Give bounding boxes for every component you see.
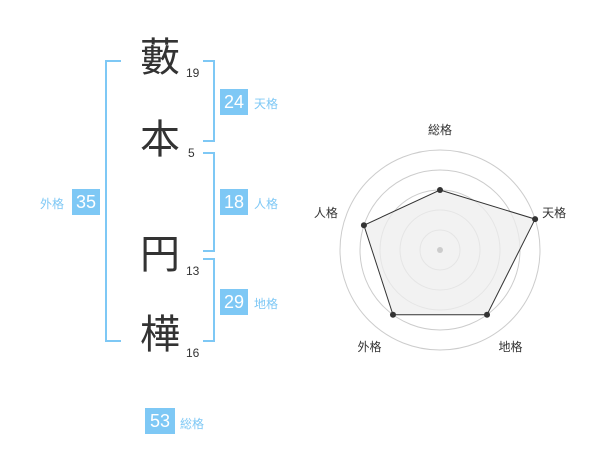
radar-point-5 [360, 222, 367, 229]
soukaku-label: 総格 [180, 417, 205, 431]
gaikaku-bracket [105, 60, 121, 342]
chikaku-label: 地格 [254, 297, 279, 311]
radar-point-2 [532, 216, 539, 223]
radar-axis-label-3: 地格 [499, 339, 523, 354]
name-char-4: 樺 [140, 312, 180, 358]
radar-axis-label-4: 外格 [357, 339, 381, 354]
tenkaku-bracket [203, 60, 215, 142]
soukaku-value: 53 [145, 408, 175, 434]
stroke-count-3: 13 [186, 264, 200, 278]
radar-grid-ring [339, 149, 541, 351]
name-char-2: 本 [140, 117, 180, 163]
jinkaku-value: 18 [220, 189, 248, 215]
chikaku-bracket [203, 258, 215, 342]
gaikaku-label: 外格 [40, 197, 65, 211]
radar-axis-label-1: 総格 [428, 122, 452, 137]
stroke-count-2: 5 [188, 146, 195, 160]
radar-point-3 [484, 311, 491, 318]
stroke-count-1: 19 [186, 66, 200, 80]
radar-point-4 [389, 311, 396, 318]
radar-axis-label-5: 人格 [314, 205, 338, 220]
gaikaku-value: 35 [72, 189, 100, 215]
jinkaku-label: 人格 [254, 197, 279, 211]
radar-data-polygon [363, 189, 536, 316]
chikaku-value: 29 [220, 289, 248, 315]
tenkaku-value: 24 [220, 89, 248, 115]
radar-point-1 [437, 187, 443, 193]
jinkaku-bracket [203, 152, 215, 252]
name-char-3: 円 [140, 232, 180, 278]
tenkaku-label: 天格 [254, 97, 279, 111]
stroke-count-4: 16 [186, 346, 200, 360]
radar-center-dot [437, 247, 443, 253]
name-char-1: 藪 [140, 35, 180, 81]
radar-axis-label-2: 天格 [542, 205, 566, 220]
